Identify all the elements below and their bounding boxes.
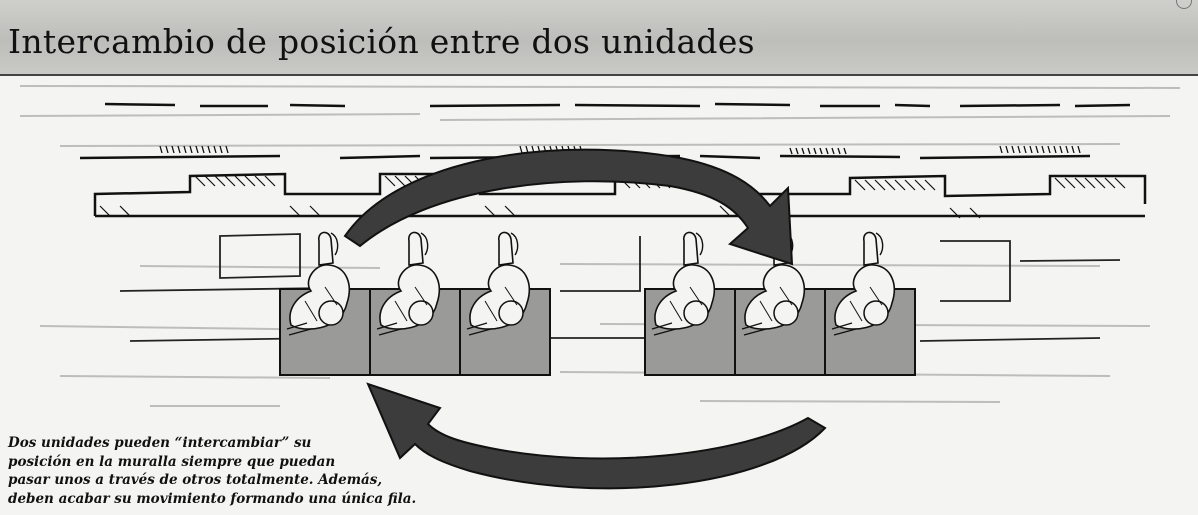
background-sketch bbox=[19, 85, 1181, 407]
soldier-icon bbox=[651, 231, 716, 336]
caption-line: pasar unos a través de otros totalmente.… bbox=[8, 472, 383, 489]
caption-line: Dos unidades pueden “intercambiar” su bbox=[8, 435, 312, 451]
bottom-swap-arrow-icon bbox=[366, 382, 827, 490]
top-swap-arrow-icon bbox=[343, 148, 794, 266]
soldier-icon bbox=[831, 231, 896, 336]
left-unit bbox=[279, 231, 551, 376]
walkway-stones bbox=[119, 233, 1121, 342]
caption: Dos unidades pueden “intercambiar” su po… bbox=[8, 434, 428, 508]
parapet bbox=[93, 172, 1147, 218]
soldier-icon bbox=[376, 231, 441, 336]
page-title: Intercambio de posición entre dos unidad… bbox=[8, 22, 755, 61]
soldier-icon bbox=[286, 231, 351, 336]
caption-line: deben acabar su movimiento formando una … bbox=[8, 490, 417, 507]
soldier-icon bbox=[466, 231, 531, 336]
caption-line: posición en la muralla siempre que pueda… bbox=[8, 453, 336, 470]
wall-illustration bbox=[19, 85, 1181, 490]
title-band: Intercambio de posición entre dos unidad… bbox=[0, 0, 1198, 76]
